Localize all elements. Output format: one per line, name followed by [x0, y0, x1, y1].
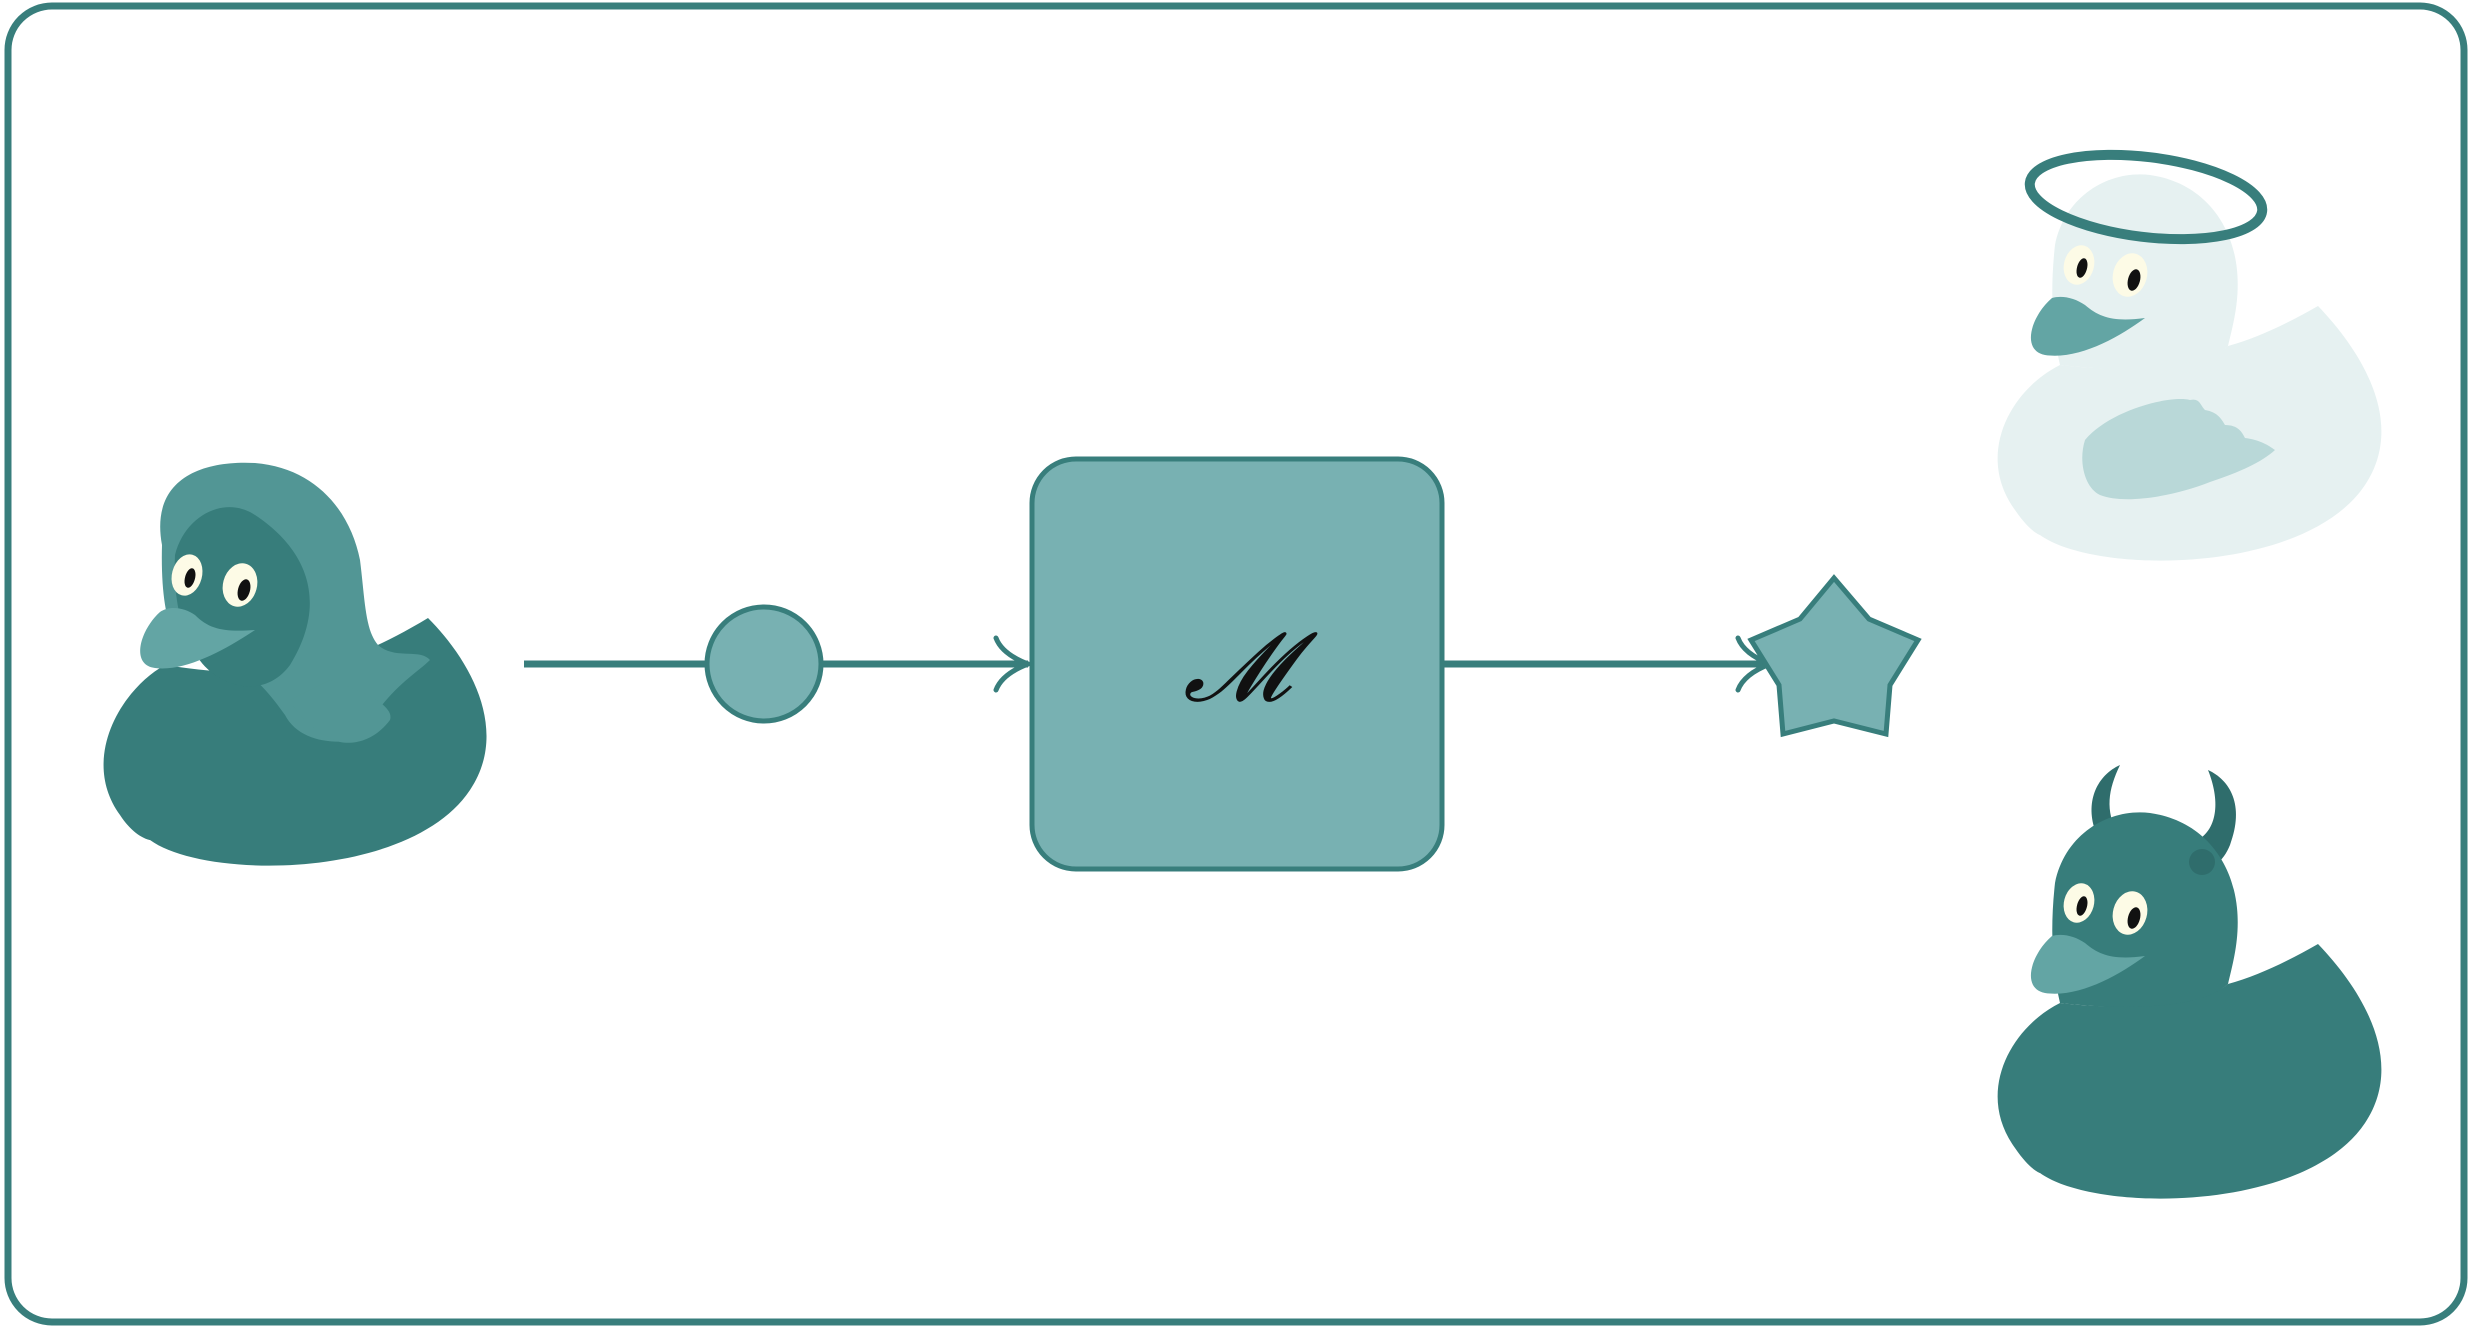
angel-duck-icon: [1997, 149, 2382, 561]
model-box-icon: [1029, 456, 1445, 872]
hooded-duck-icon: [103, 462, 487, 866]
input-circle-icon: [704, 604, 824, 724]
output-star-icon: [1747, 574, 1922, 738]
devil-duck-icon: [1997, 765, 2382, 1199]
